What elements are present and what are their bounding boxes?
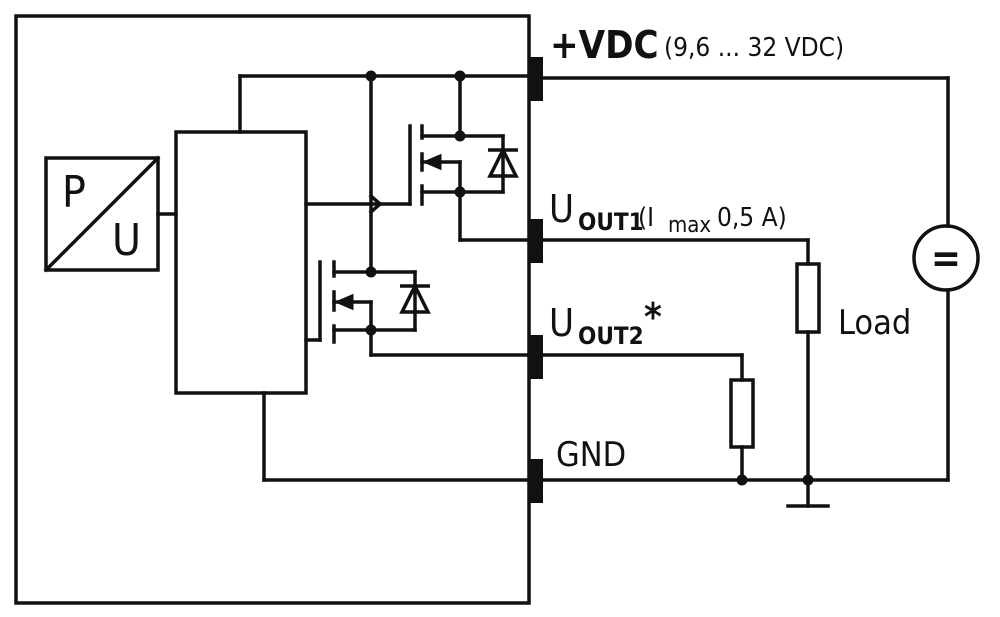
out1-label-main: U [549,187,574,231]
out1-label-sub: OUT1 [578,208,644,236]
pressure-transducer-block [43,155,178,273]
out1-note-rest: 0,5 A) [717,203,787,233]
vdc-range-label: (9,6 ... 32 VDC) [664,33,844,63]
out1-note-open: (I [638,203,654,233]
out1-note-sub: max [668,213,711,238]
diode-2-icon [399,282,431,314]
external-wiring [541,76,950,508]
gnd-terminal-label: GND [556,435,626,475]
diode-1-icon [487,146,519,178]
transducer-u-label: U [112,215,141,266]
terminal-connectors [529,57,543,503]
junction-dots [365,70,814,486]
transducer-p-label: P [62,167,86,218]
terminal-gnd [529,459,543,503]
out2-label-sub: OUT2 [578,322,644,350]
supply-rail [238,74,531,274]
mosfet-output-1 [304,124,531,242]
mosfet-2-arrow-icon [334,293,354,311]
load-resistor [795,262,821,334]
electronics-block [174,130,308,395]
mosfet-output-2 [304,260,531,357]
ground-rail [262,391,531,482]
dc-source-icon [912,224,980,292]
terminal-out2 [529,335,543,379]
wire-jump-marker [368,193,383,215]
terminal-out1 [529,219,543,263]
sensor-housing [14,14,531,605]
vdc-terminal-label: +VDC [550,23,659,67]
output-2-resistor [729,378,755,449]
dc-source-symbol: = [931,236,961,282]
out2-label-main: U [549,301,574,345]
load-label: Load [838,303,911,343]
mosfet-1-arrow-icon [422,153,442,171]
terminal-vdc [529,57,543,101]
out2-star: * [644,295,662,339]
